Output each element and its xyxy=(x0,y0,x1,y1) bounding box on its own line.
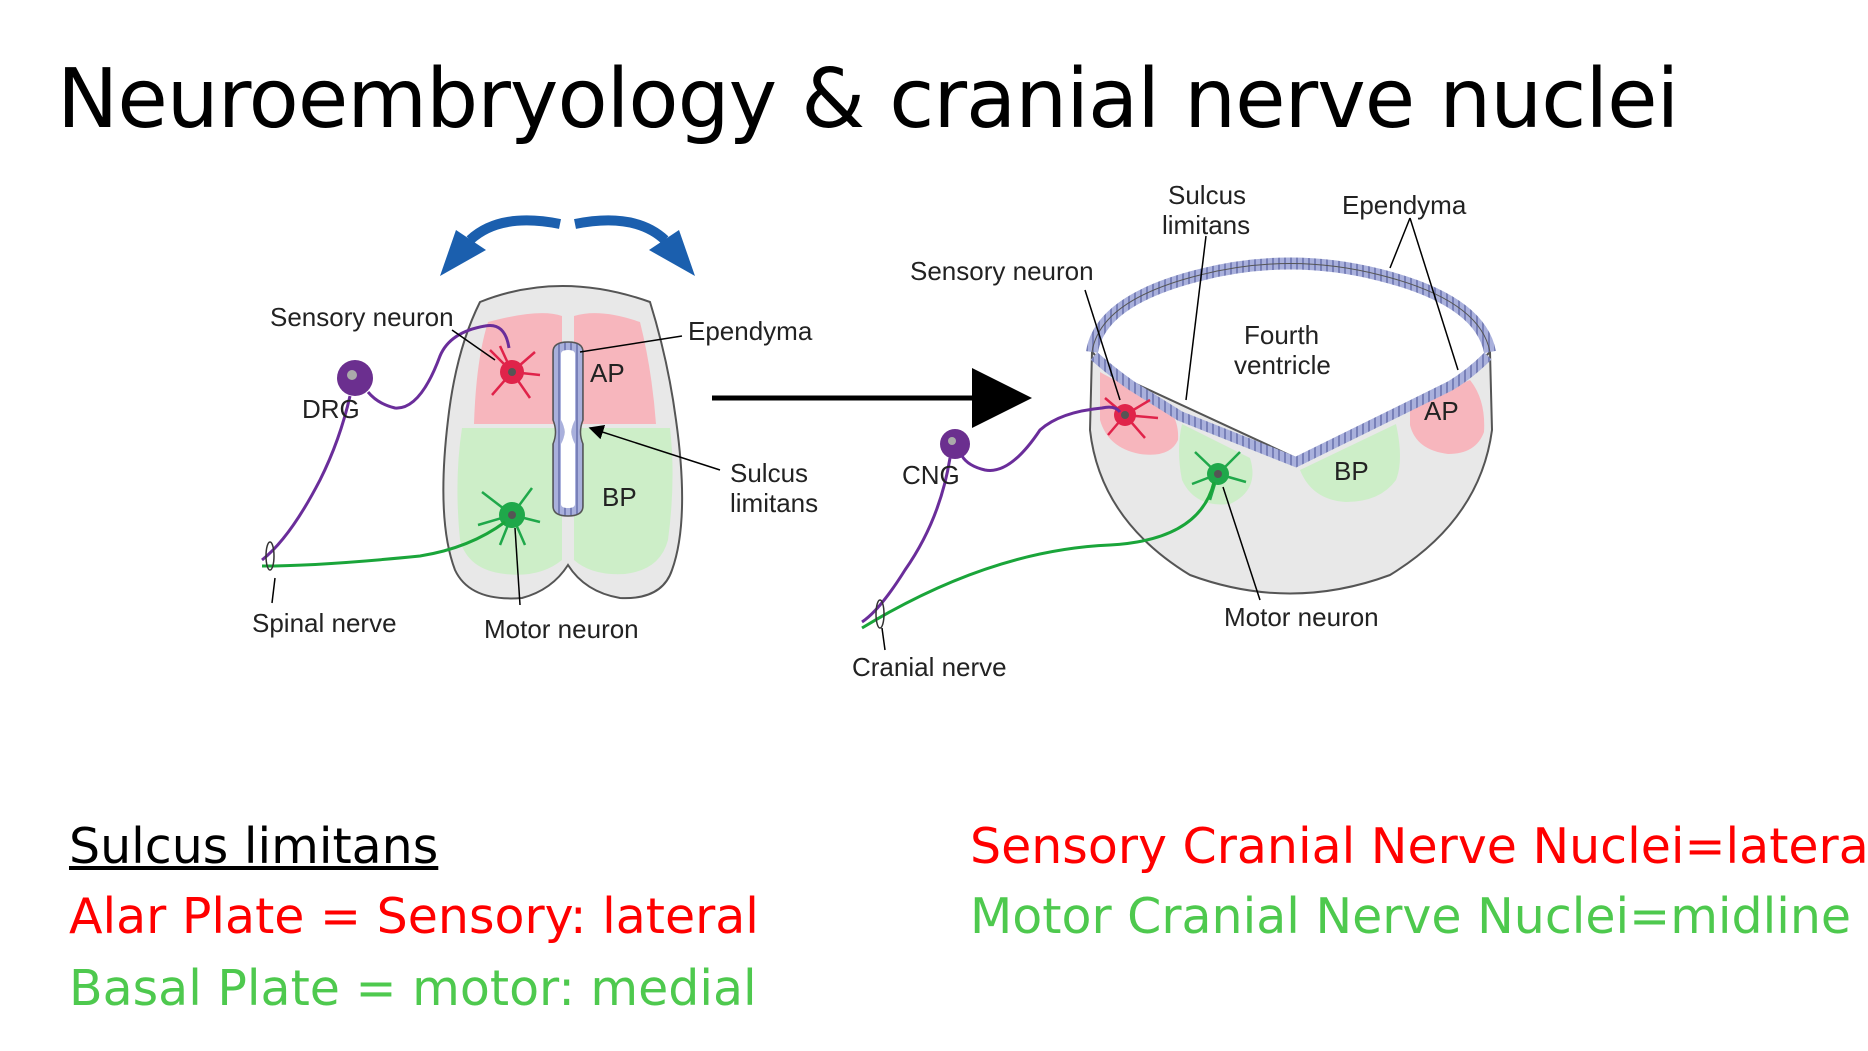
right-diagram: Sulcus limitans Ependyma Sensory neuron … xyxy=(852,180,1496,682)
label-ependyma-left: Ependyma xyxy=(688,316,813,346)
spinal-nerve-ring xyxy=(265,541,275,571)
label-sulcus-left-2: limitans xyxy=(730,488,818,518)
sensory-axon-left xyxy=(261,323,511,562)
basal-plate-note: Basal Plate = motor: medial xyxy=(69,960,757,1017)
slide-title: Neuroembryology & cranial nerve nuclei xyxy=(57,52,1679,147)
left-diagram: Sensory neuron Ependyma DRG AP BP Sulcus… xyxy=(252,215,818,644)
basal-plate xyxy=(457,428,673,575)
sensory-neuron-left xyxy=(489,345,541,399)
motor-axon-right xyxy=(861,481,1216,630)
motor-nuclei-note: Motor Cranial Nerve Nuclei=midline xyxy=(970,888,1852,945)
drg-ganglion xyxy=(337,360,373,396)
alar-plate xyxy=(474,313,656,424)
label-bp-left: BP xyxy=(602,482,637,512)
label-motor-neuron-right: Motor neuron xyxy=(1224,602,1379,632)
left-curved-arrow xyxy=(466,215,561,244)
label-ap-right: AP xyxy=(1424,396,1459,426)
motor-axon-left xyxy=(261,520,506,568)
label-fourth-1: Fourth xyxy=(1244,320,1319,350)
left-arrowhead xyxy=(440,230,486,276)
sensory-nuclei-note: Sensory Cranial Nerve Nuclei=lateral xyxy=(970,818,1868,875)
basal-plate-right-right xyxy=(1300,424,1400,502)
label-drg: DRG xyxy=(302,394,360,424)
alar-plate-note: Alar Plate = Sensory: lateral xyxy=(69,888,759,945)
right-curved-arrow xyxy=(574,215,669,244)
label-spinal-nerve: Spinal nerve xyxy=(252,608,397,638)
motor-neuron-right xyxy=(1191,451,1247,501)
cng-ganglion xyxy=(940,429,970,459)
ependyma-floor xyxy=(1090,352,1492,468)
label-cng: CNG xyxy=(902,460,960,490)
label-ependyma-right: Ependyma xyxy=(1342,190,1467,220)
notes-heading: Sulcus limitans xyxy=(69,818,439,875)
cranial-nerve-ring xyxy=(875,599,885,629)
label-fourth-2: ventricle xyxy=(1234,350,1331,380)
label-cranial-nerve: Cranial nerve xyxy=(852,652,1007,682)
brainstem-outline xyxy=(1088,349,1494,595)
label-sulcus-left-1: Sulcus xyxy=(730,458,808,488)
label-motor-neuron-left: Motor neuron xyxy=(484,614,639,644)
right-arrowhead xyxy=(649,230,695,276)
label-ap-left: AP xyxy=(590,358,625,388)
label-sulcus-right-2: limitans xyxy=(1162,210,1250,240)
sensory-axon-right xyxy=(861,405,1122,624)
label-bp-right: BP xyxy=(1334,456,1369,486)
label-sensory-neuron-left: Sensory neuron xyxy=(270,302,454,332)
label-sulcus-right-1: Sulcus xyxy=(1168,180,1246,210)
label-sensory-neuron-right: Sensory neuron xyxy=(910,256,1094,286)
central-canal xyxy=(561,350,575,508)
motor-neuron-left xyxy=(477,487,541,546)
alar-plate-right-left xyxy=(1100,372,1179,455)
